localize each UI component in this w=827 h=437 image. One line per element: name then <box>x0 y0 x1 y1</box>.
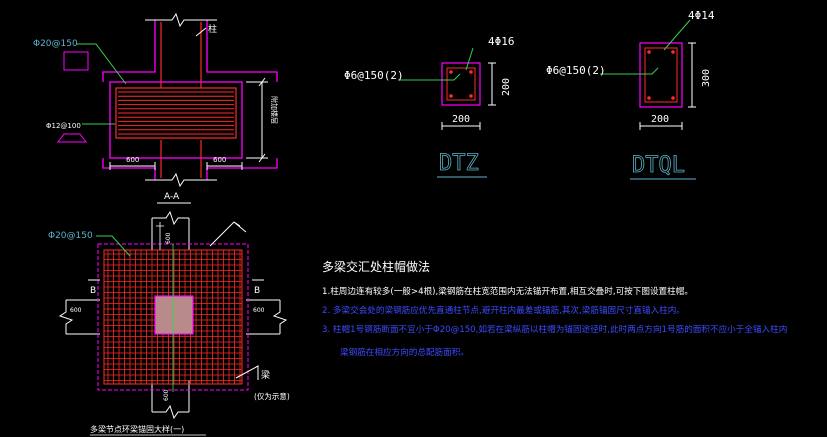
dtz-section: Φ6@150(2) 4Φ16 200 200 DTZ <box>344 35 515 178</box>
dtql-stirrup-label: Φ6@150(2) <box>546 64 606 77</box>
dtql-bar <box>671 50 675 54</box>
dtz-height-label: 200 <box>501 78 512 96</box>
dtz-bars-label: 4Φ16 <box>488 35 515 48</box>
dtz-stirrup-leader <box>398 73 461 81</box>
note-line-4: 梁钢筋在相应方向的总配筋面积。 <box>340 348 469 358</box>
capital-height-label: 附加楼层 <box>270 96 279 124</box>
dtz-height-dim <box>488 62 496 106</box>
dtql-bar <box>647 96 651 100</box>
dim-right-600: 600 <box>213 156 226 164</box>
dtz-name: DTZ <box>439 151 479 176</box>
dtql-section: Φ6@150(2) 4Φ14 200 300 DTQL <box>546 9 715 180</box>
plan-dim-top <box>156 222 164 250</box>
plan-caption: 多梁节点环梁锚固大样(一) <box>90 424 184 434</box>
note-line-1: 1.柱周边连有较多(一般>4根),梁钢筋在柱宽范围内无法锚开布置,相互交叠时,可… <box>322 287 693 297</box>
beam-label-leader <box>235 365 259 380</box>
dtql-stirrup <box>644 47 678 103</box>
section-mark-b-left: B <box>90 286 96 296</box>
dtql-stirrup-leader <box>600 67 659 75</box>
column-label-leader <box>195 27 207 37</box>
column-break-top <box>145 12 217 28</box>
plan-column <box>154 295 194 335</box>
section-aa-title: A-A <box>164 192 180 202</box>
beam-top <box>151 210 190 250</box>
dtz-width-label: 200 <box>452 114 470 125</box>
section-mark-b-right: B <box>254 286 260 296</box>
dtz-bar <box>449 70 453 74</box>
rebar-top-label: Φ20@150 <box>33 39 78 49</box>
top-right-leader <box>209 221 247 247</box>
dtql-bars-label: 4Φ14 <box>688 9 715 22</box>
column-break-bottom <box>145 172 217 188</box>
section-aa: 附加楼层 600 600 Φ20@150 Φ12@100 柱 A-A <box>33 12 279 204</box>
dtql-bar <box>671 96 675 100</box>
rebar-side-label: Φ12@100 <box>46 122 81 130</box>
dtz-width-dim <box>441 122 481 130</box>
dtql-name: DTQL <box>632 153 685 178</box>
beam-label: 梁 <box>261 369 270 381</box>
dtz-stirrup-label: Φ6@150(2) <box>344 69 404 82</box>
dtz-bar <box>469 70 473 74</box>
dtql-height-label: 300 <box>701 69 712 87</box>
capital-horizontal-bars <box>118 91 234 135</box>
notes-title: 多梁交汇处柱帽做法 <box>322 260 431 274</box>
note-line-3: 3. 柱帽1号钢筋断面不宜小于Φ20@150,如若在梁纵筋以柱帽为锚固途径时,此… <box>322 325 788 335</box>
capital-rebar-cage <box>115 87 237 139</box>
plan-rebar-leader <box>96 235 131 257</box>
dtql-bar <box>647 50 651 54</box>
beam-right <box>246 299 288 335</box>
notes-block: 多梁交汇处柱帽做法 1.柱周边连有较多(一般>4根),梁钢筋在柱宽范围内无法锚开… <box>322 258 827 367</box>
column-outline <box>102 20 278 180</box>
rebar-top-tag <box>63 51 89 71</box>
dtql-height-dim <box>688 42 696 108</box>
capital-height-dim <box>246 77 268 163</box>
plan-dim-top-label: 600 <box>165 232 172 244</box>
beam-note: (仅为示意) <box>254 391 290 401</box>
rebar-side-tag <box>57 133 87 143</box>
plan-rebar-label: Φ20@150 <box>48 231 93 241</box>
plan-dim-right-label: 600 <box>253 307 265 314</box>
dtz-bar <box>449 94 453 98</box>
bottom-dimension-line <box>109 162 243 170</box>
dtql-bars-leader <box>663 19 691 51</box>
rebar-top-leader <box>76 43 127 85</box>
dtz-bars-leader <box>465 47 474 71</box>
dtz-bar <box>469 94 473 98</box>
dtz-stirrup <box>446 67 476 101</box>
note-line-2: 2. 多梁交会处的梁钢筋应优先直通柱节点,避开柱内最差或锚筋,其次,梁筋锚固尺寸… <box>322 306 685 316</box>
column-capital <box>109 81 243 159</box>
plan-dim-left-label: 600 <box>70 307 82 314</box>
dtz-outline <box>441 62 481 106</box>
beam-left <box>58 299 100 335</box>
plan-view: 600 600 600 600 B B Φ20@150 梁 (仅为示意) 多梁节… <box>48 210 290 436</box>
dtql-width-label: 200 <box>651 114 669 125</box>
plan-dim-bottom-label: 600 <box>163 389 170 401</box>
dim-left-600: 600 <box>126 156 139 164</box>
column-label: 柱 <box>208 23 217 35</box>
beam-bottom <box>151 380 190 420</box>
dtql-outline <box>639 42 683 108</box>
dtql-width-dim <box>639 122 683 130</box>
